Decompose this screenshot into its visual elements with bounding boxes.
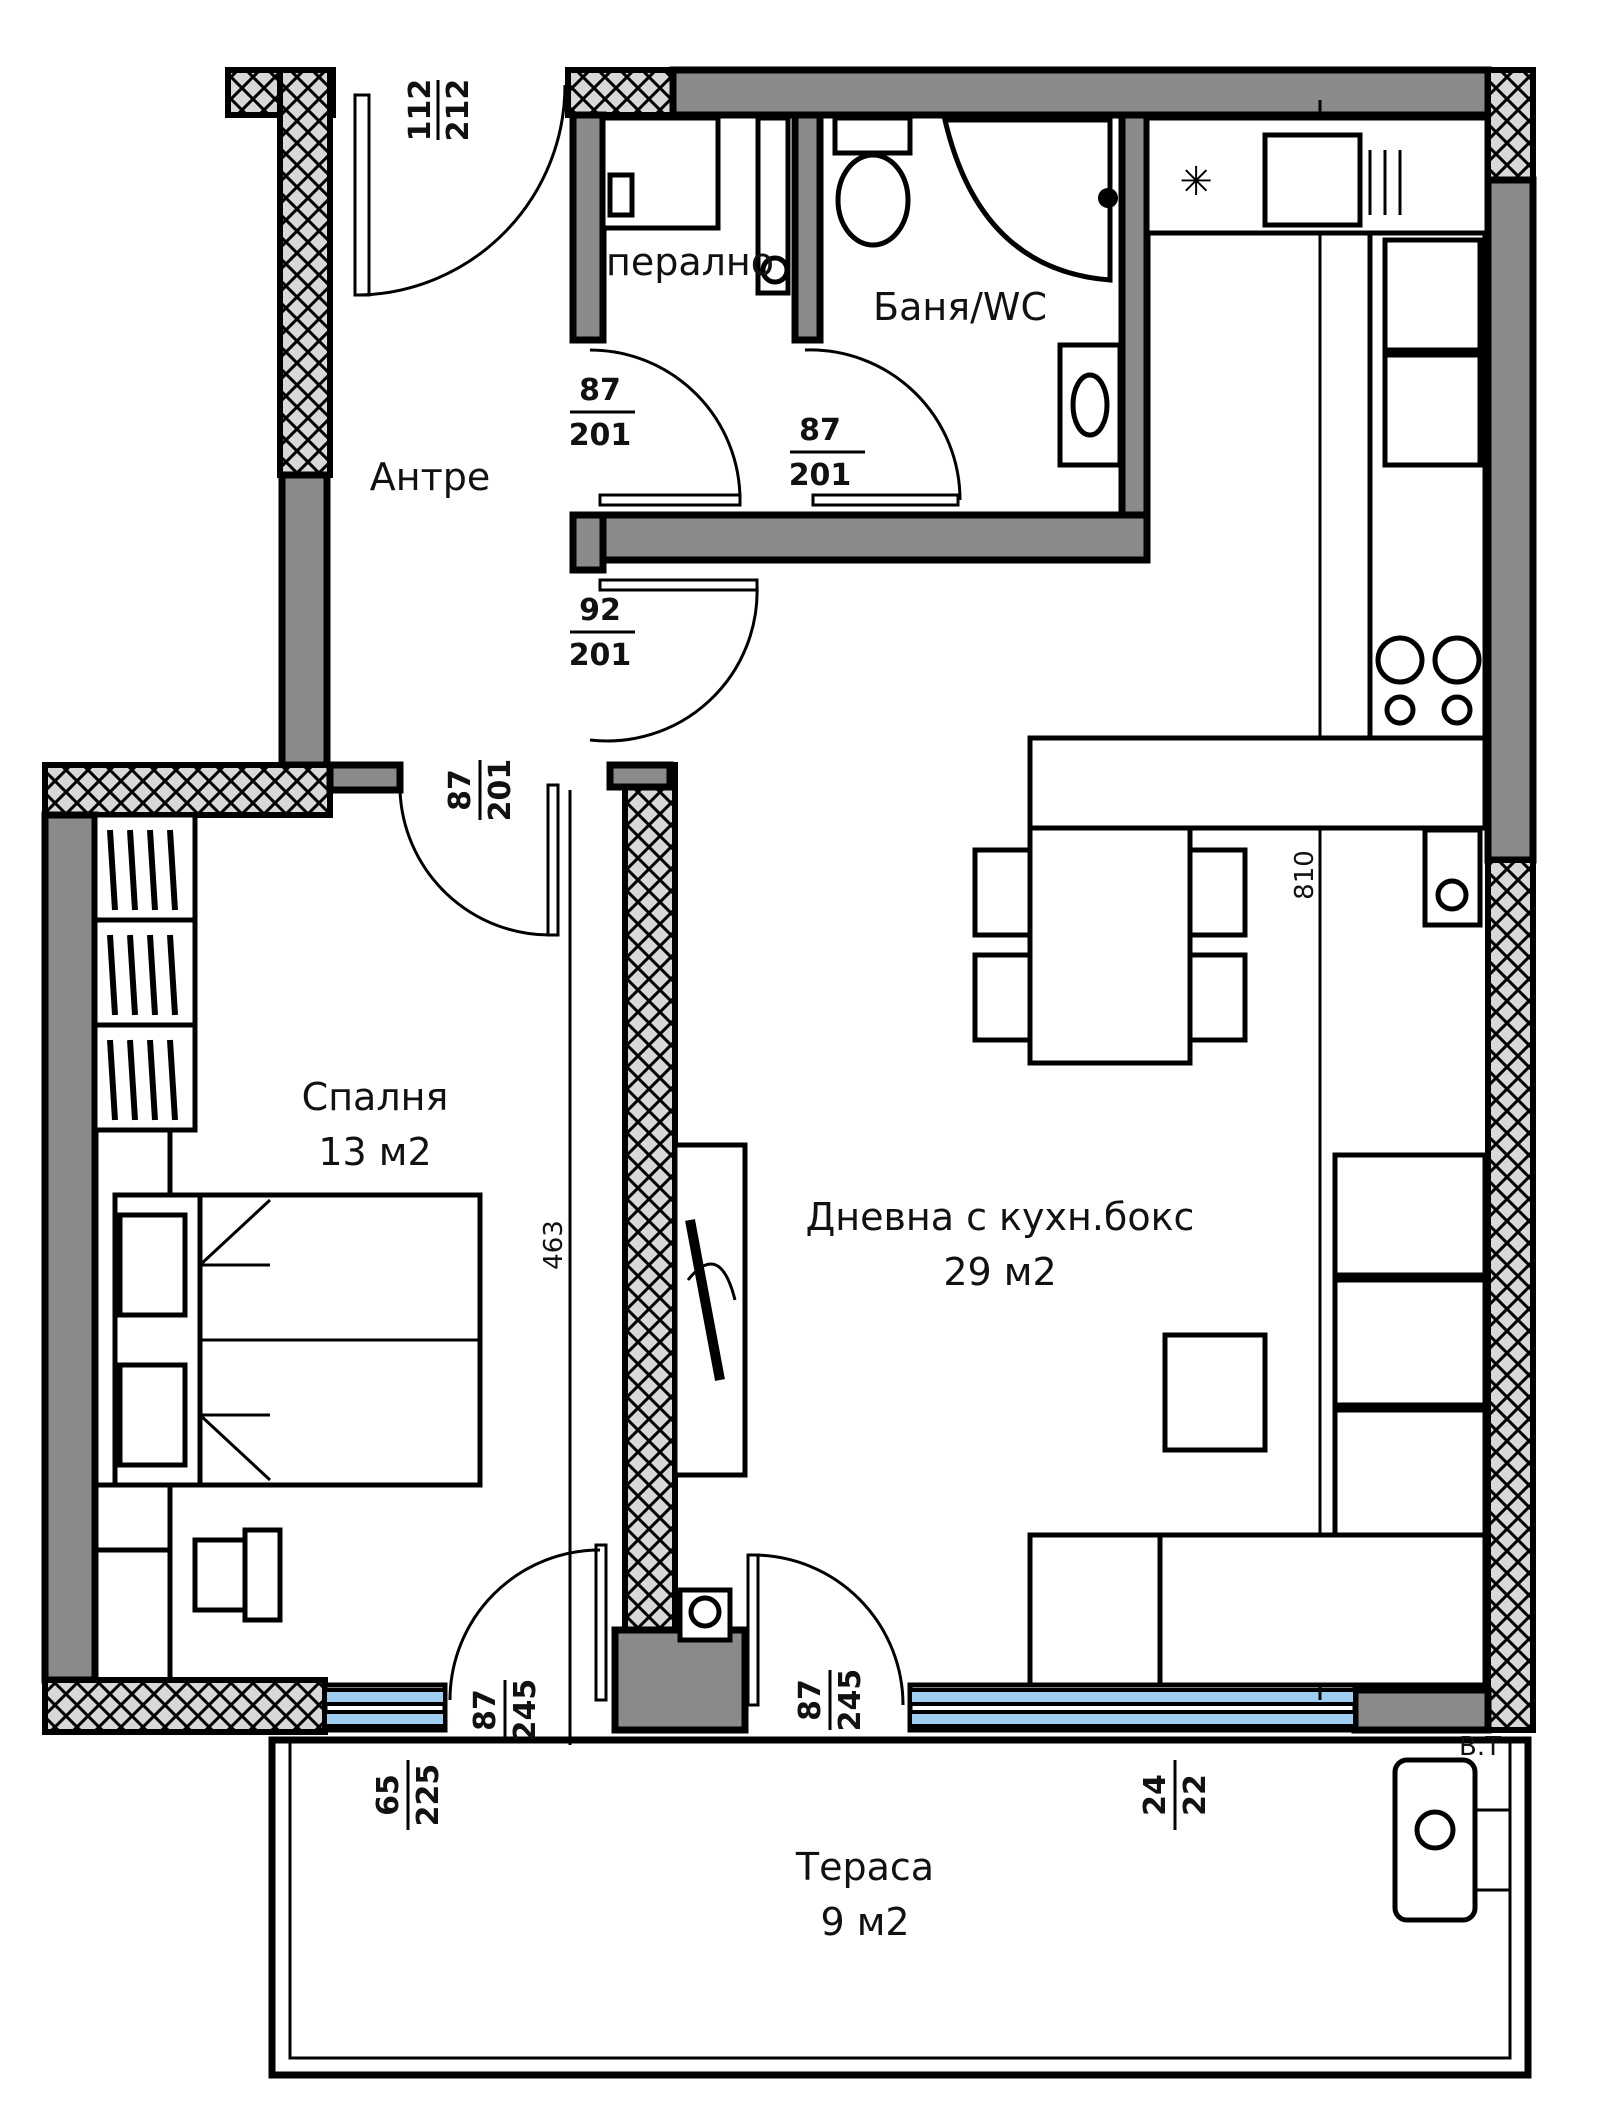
svg-text:201: 201 [569, 418, 632, 453]
dim-living-length: 810 [1290, 850, 1320, 900]
door-swings [353, 84, 1322, 1745]
svg-text:92: 92 [579, 593, 621, 628]
svg-text:87: 87 [468, 1689, 503, 1731]
bath-furniture [832, 115, 1123, 468]
kitchen-furniture: ✳ [972, 115, 1490, 1066]
svg-text:112: 112 [403, 79, 438, 142]
svg-text:✳: ✳ [1179, 159, 1213, 205]
svg-text:245: 245 [508, 1679, 543, 1742]
label-terasa-area: 9 м2 [820, 1900, 909, 1944]
svg-text:65: 65 [371, 1774, 406, 1816]
living-furniture [672, 1142, 1488, 1688]
svg-text:22: 22 [1178, 1774, 1213, 1816]
label-spalnya-area: 13 м2 [318, 1130, 431, 1174]
svg-text:225: 225 [411, 1764, 446, 1827]
svg-text:87: 87 [443, 769, 478, 811]
windows [322, 1682, 1490, 1733]
room-labels: Антре перално Баня/WC Спалня 13 м2 Дневн… [302, 240, 1501, 1944]
label-dnevna: Дневна с кухн.бокс [806, 1195, 1195, 1239]
label-boiler: B.T [1459, 1732, 1501, 1762]
svg-text:201: 201 [483, 759, 518, 822]
label-terasa: Тераса [795, 1845, 934, 1889]
svg-text:245: 245 [833, 1669, 868, 1732]
boiler-unit [1392, 1757, 1510, 1923]
label-dnevna-area: 29 м2 [943, 1250, 1056, 1294]
svg-text:87: 87 [793, 1679, 828, 1721]
label-spalnya: Спалня [302, 1075, 449, 1119]
dim-bedroom-length: 463 [539, 1220, 569, 1270]
terrace-outline [268, 1736, 1532, 2079]
label-banya: Баня/WC [873, 285, 1047, 329]
dimension-labels: 112 212 87 201 87 201 92 201 87 201 [371, 79, 1320, 1830]
label-antre: Антре [370, 455, 490, 499]
walls [41, 66, 1537, 1735]
label-peralno: перално [606, 240, 774, 284]
laundry-furniture [600, 115, 791, 296]
svg-text:201: 201 [789, 458, 852, 493]
svg-text:201: 201 [569, 638, 632, 673]
svg-text:87: 87 [799, 413, 841, 448]
svg-text:87: 87 [579, 373, 621, 408]
bedroom-furniture [92, 812, 733, 1680]
svg-text:212: 212 [441, 79, 476, 142]
svg-text:24: 24 [1138, 1774, 1173, 1816]
